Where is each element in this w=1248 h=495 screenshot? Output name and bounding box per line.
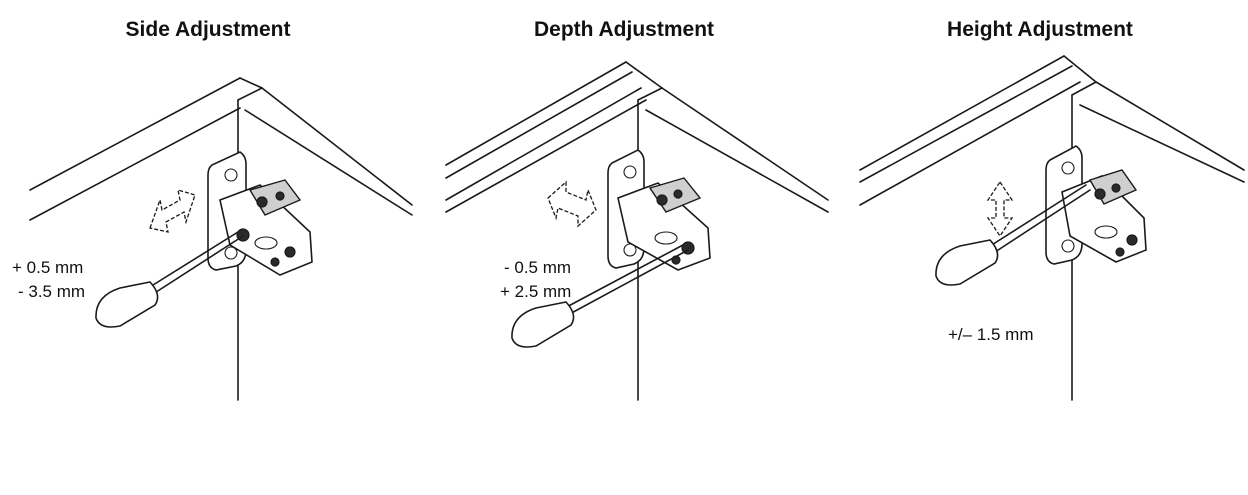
hinge-icon: [1045, 145, 1147, 265]
adjustment-label: + 2.5 mm: [500, 282, 572, 301]
depth-adjustment-panel: Depth Adjustment: [416, 0, 832, 495]
adjustment-label: - 0.5 mm: [504, 258, 572, 277]
screwdriver-icon: [935, 184, 1091, 286]
vertical-arrow-icon: [986, 180, 1014, 238]
height-adjustment-illustration: [859, 55, 1245, 401]
screwdriver-icon: [95, 231, 244, 328]
hinge-icon: [207, 151, 313, 276]
side-adjustment-panel: Side Adjustment: [0, 0, 416, 495]
screwdriver-icon: [511, 244, 689, 348]
adjustment-label: +/– 1.5 mm: [948, 325, 1034, 344]
horizontal-arrow-icon: [547, 180, 597, 228]
horizontal-arrow-icon: [149, 189, 196, 233]
height-adjustment-panel: Height Adjustment +: [832, 0, 1248, 495]
panel-title: Height Adjustment: [947, 18, 1133, 41]
depth-adjustment-illustration: [445, 61, 829, 401]
adjustment-label: + 0.5 mm: [12, 258, 84, 277]
panel-title: Depth Adjustment: [533, 18, 715, 41]
hinge-icon: [607, 149, 711, 271]
adjustment-label: - 3.5 mm: [18, 282, 86, 301]
panel-title: Side Adjustment: [125, 18, 291, 41]
side-adjustment-illustration: [29, 77, 413, 401]
